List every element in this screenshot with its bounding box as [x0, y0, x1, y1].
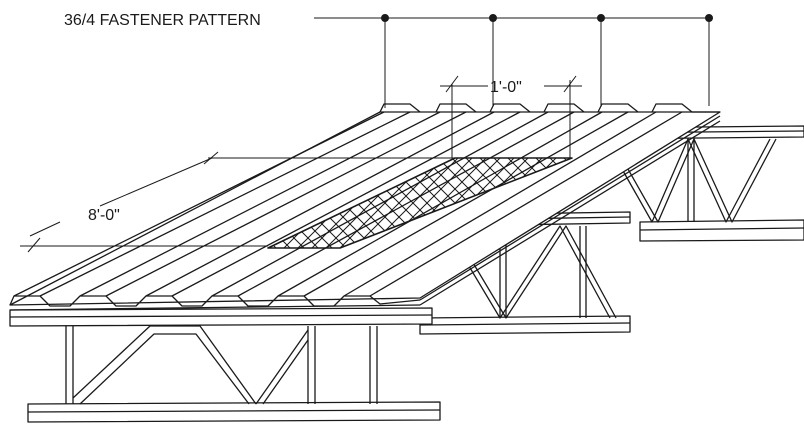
width-dimension-line	[440, 75, 582, 158]
fastener-point	[597, 14, 605, 22]
fastener-point	[381, 14, 389, 22]
fastener-leader-lines	[314, 14, 713, 108]
fastener-pattern-label: 36/4 FASTENER PATTERN	[64, 12, 261, 29]
fastener-point	[489, 14, 497, 22]
width-dimension-label: 1'-0"	[490, 79, 522, 96]
fastener-pattern-area	[267, 157, 573, 249]
length-dimension-line	[20, 151, 456, 253]
fastener-point	[705, 14, 713, 22]
length-dimension-label: 8'-0"	[88, 207, 120, 224]
front-steel-joist	[9, 307, 441, 423]
